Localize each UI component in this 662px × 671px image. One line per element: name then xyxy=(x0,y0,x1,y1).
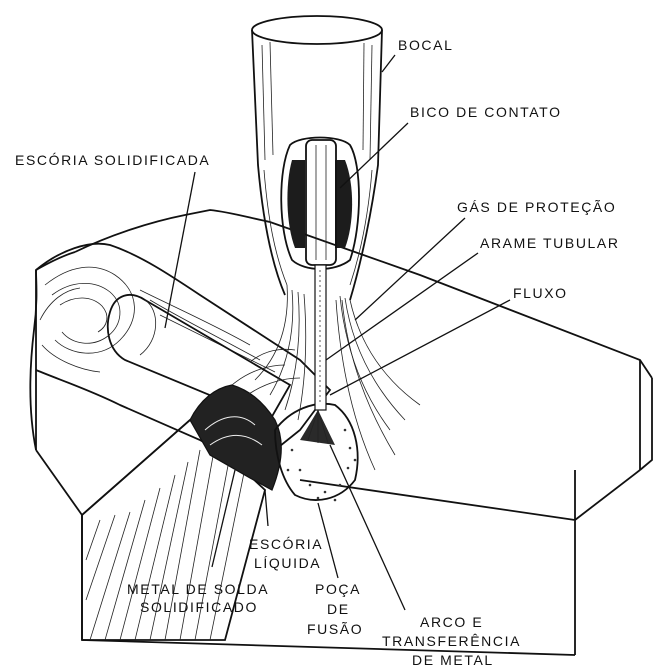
label-metal-de-solda-line1: METAL DE SOLDA xyxy=(127,581,269,597)
label-escoria-liquida-line1: ESCÓRIA xyxy=(249,536,323,552)
label-poca-de-fusao-line3: FUSÃO xyxy=(307,621,363,637)
label-arame-tubular: ARAME TUBULAR xyxy=(480,235,620,251)
solidified-weld-bead xyxy=(36,244,330,470)
label-escoria-liquida-line2: LÍQUIDA xyxy=(254,555,321,571)
label-escoria-solidificada: ESCÓRIA SOLIDIFICADA xyxy=(15,152,210,168)
label-bocal: BOCAL xyxy=(398,37,453,53)
label-bico-de-contato: BICO DE CONTATO xyxy=(410,104,562,120)
label-fluxo: FLUXO xyxy=(513,285,568,301)
label-poca-de-fusao-line2: DE xyxy=(327,601,350,617)
label-arco-line3: DE METAL xyxy=(412,652,494,668)
label-metal-de-solda-line2: SOLIDIFICADO xyxy=(140,599,258,615)
label-arco-line1: ARCO E xyxy=(420,614,483,630)
label-arco-line2: TRANSFERÊNCIA xyxy=(382,633,521,649)
label-gas-de-protecao: GÁS DE PROTEÇÃO xyxy=(457,199,616,215)
label-poca-de-fusao-line1: POÇA xyxy=(315,581,361,597)
